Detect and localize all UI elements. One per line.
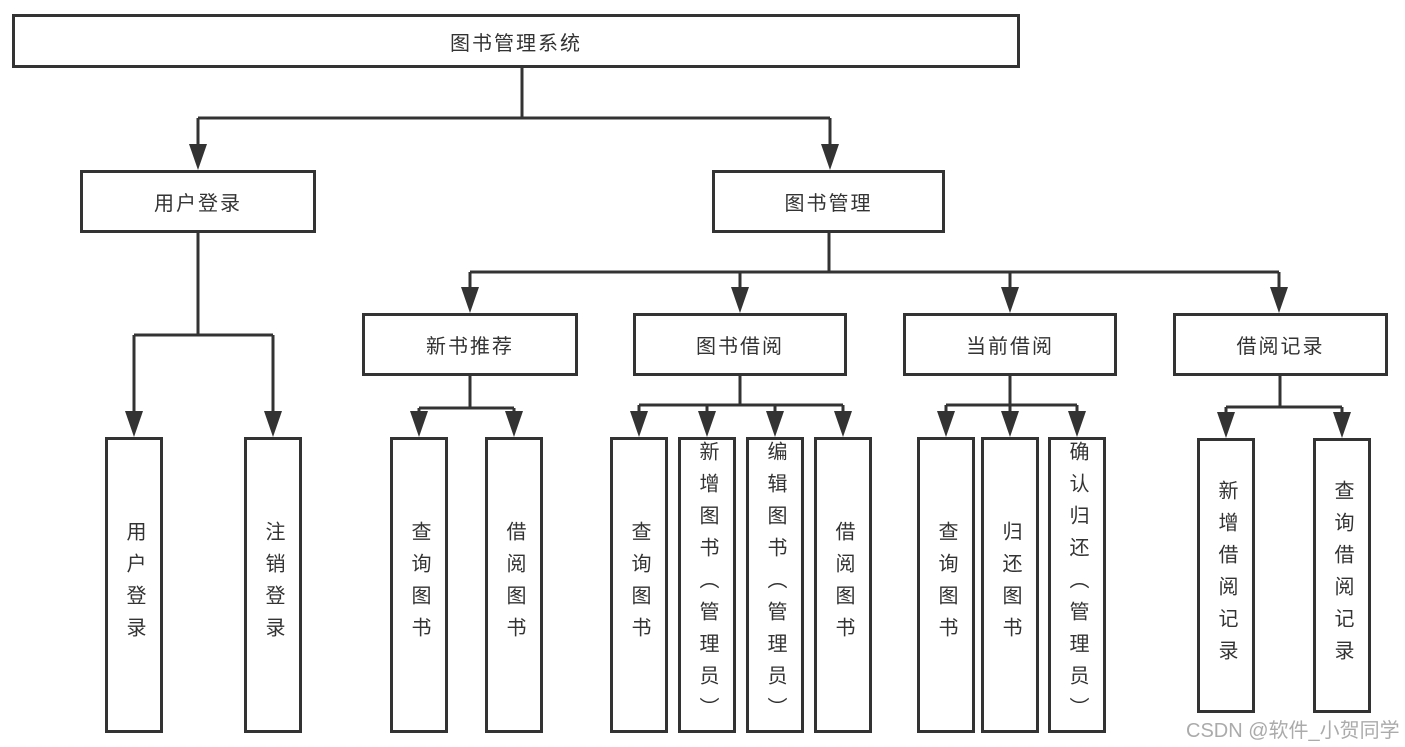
leaf-add-borrow-record: 新增借阅记录 bbox=[1197, 438, 1255, 713]
csdn-watermark: CSDN @软件_小贺同学 bbox=[1186, 720, 1400, 742]
leaf-edit-book-admin: 编辑图书（管理员） bbox=[746, 437, 804, 733]
arrowhead-icon bbox=[1217, 412, 1235, 438]
connector-records-to-leaves bbox=[1217, 376, 1351, 438]
leaf-borrow-books-recommend: 借阅图书 bbox=[485, 437, 543, 733]
leaf-add-book-admin-label: 新增图书（管理员） bbox=[696, 441, 718, 729]
arrowhead-icon bbox=[264, 411, 282, 437]
node-root-label: 图书管理系统 bbox=[450, 32, 582, 55]
node-current-borrowing: 当前借阅 bbox=[903, 313, 1117, 376]
leaf-query-borrow-record: 查询借阅记录 bbox=[1313, 438, 1371, 713]
arrowhead-icon bbox=[125, 411, 143, 437]
leaf-confirm-return-admin: 确认归还（管理员） bbox=[1048, 437, 1106, 733]
leaf-user-login-label: 用户登录 bbox=[123, 521, 145, 649]
arrowhead-icon bbox=[834, 411, 852, 437]
arrowhead-icon bbox=[1333, 412, 1351, 438]
node-user-login-label: 用户登录 bbox=[154, 193, 242, 215]
arrowhead-icon bbox=[630, 411, 648, 437]
leaf-confirm-return-admin-label: 确认归还（管理员） bbox=[1066, 441, 1088, 729]
arrowhead-icon bbox=[410, 411, 428, 437]
node-book-borrowing: 图书借阅 bbox=[633, 313, 847, 376]
leaf-query-books-borrowing-label: 查询图书 bbox=[628, 521, 650, 649]
leaf-add-book-admin: 新增图书（管理员） bbox=[678, 437, 736, 733]
arrowhead-icon bbox=[731, 287, 749, 313]
arrowhead-icon bbox=[189, 144, 207, 170]
leaf-query-books-recommend-label: 查询图书 bbox=[408, 521, 430, 649]
arrowhead-icon bbox=[766, 411, 784, 437]
leaf-user-login: 用户登录 bbox=[105, 437, 163, 733]
node-new-book-recommend-label: 新书推荐 bbox=[426, 336, 514, 358]
connector-root-to-level2 bbox=[189, 68, 839, 170]
leaf-query-borrow-record-label: 查询借阅记录 bbox=[1331, 479, 1353, 672]
leaf-borrow-books-borrowing-label: 借阅图书 bbox=[832, 521, 854, 649]
arrowhead-icon bbox=[1001, 411, 1019, 437]
node-borrowing-records-label: 借阅记录 bbox=[1236, 336, 1325, 358]
leaf-add-borrow-record-label: 新增借阅记录 bbox=[1215, 479, 1237, 672]
connector-recommend-to-leaves bbox=[410, 376, 523, 437]
arrowhead-icon bbox=[461, 287, 479, 313]
leaf-return-book: 归还图书 bbox=[981, 437, 1039, 733]
connector-borrowing-to-leaves bbox=[630, 376, 852, 437]
node-book-borrowing-label: 图书借阅 bbox=[696, 336, 784, 358]
connector-mgmt-to-level3 bbox=[461, 233, 1288, 313]
arrowhead-icon bbox=[1068, 411, 1086, 437]
arrowhead-icon bbox=[821, 144, 839, 170]
leaf-logout-label: 注销登录 bbox=[262, 521, 284, 649]
leaf-query-books-recommend: 查询图书 bbox=[390, 437, 448, 733]
leaf-query-books-current: 查询图书 bbox=[917, 437, 975, 733]
leaf-logout: 注销登录 bbox=[244, 437, 302, 733]
node-book-management: 图书管理 bbox=[712, 170, 945, 233]
leaf-query-books-current-label: 查询图书 bbox=[935, 521, 957, 649]
node-new-book-recommend: 新书推荐 bbox=[362, 313, 578, 376]
arrowhead-icon bbox=[698, 411, 716, 437]
node-user-login: 用户登录 bbox=[80, 170, 316, 233]
arrowhead-icon bbox=[1001, 287, 1019, 313]
leaf-borrow-books-borrowing: 借阅图书 bbox=[814, 437, 872, 733]
arrowhead-icon bbox=[937, 411, 955, 437]
connector-current-to-leaves bbox=[937, 376, 1086, 437]
node-root: 图书管理系统 bbox=[12, 14, 1020, 68]
node-current-borrowing-label: 当前借阅 bbox=[966, 336, 1054, 358]
leaf-edit-book-admin-label: 编辑图书（管理员） bbox=[764, 441, 786, 729]
leaf-return-book-label: 归还图书 bbox=[999, 521, 1021, 649]
node-book-management-label: 图书管理 bbox=[784, 193, 873, 215]
connector-login-to-leaves bbox=[125, 233, 282, 437]
leaf-query-books-borrowing: 查询图书 bbox=[610, 437, 668, 733]
leaf-borrow-books-recommend-label: 借阅图书 bbox=[503, 521, 525, 649]
node-borrowing-records: 借阅记录 bbox=[1173, 313, 1388, 376]
arrowhead-icon bbox=[1270, 287, 1288, 313]
arrowhead-icon bbox=[505, 411, 523, 437]
